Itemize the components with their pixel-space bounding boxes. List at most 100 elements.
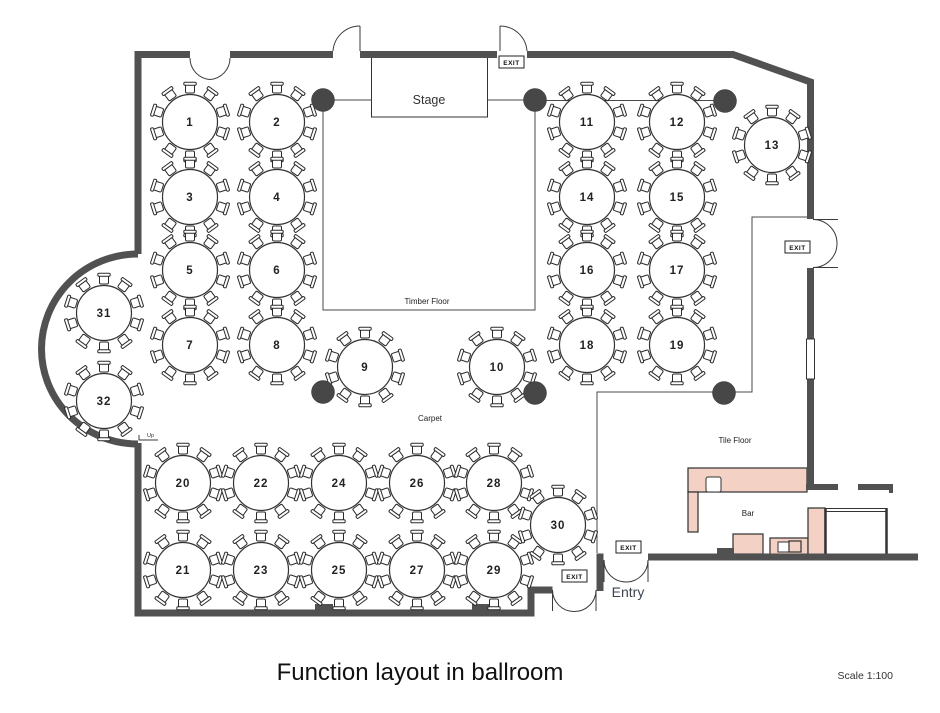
chair — [690, 309, 706, 325]
chair — [648, 161, 664, 177]
chair — [203, 217, 219, 233]
chair — [613, 251, 627, 266]
table-number: 23 — [254, 565, 269, 577]
chair — [290, 142, 306, 158]
bar-cabinet — [732, 533, 764, 555]
chair — [216, 251, 230, 266]
chair — [150, 201, 164, 216]
banquet-table: 19 — [637, 304, 717, 386]
chair — [303, 349, 317, 364]
chair — [510, 387, 526, 403]
chair — [143, 464, 157, 479]
chair — [130, 382, 144, 397]
chair — [183, 304, 197, 317]
chair — [580, 156, 594, 169]
chair — [237, 103, 251, 118]
chair — [287, 487, 301, 502]
chair — [520, 551, 534, 566]
chair — [670, 229, 684, 242]
table-number: 21 — [176, 565, 191, 577]
chair — [703, 274, 717, 289]
table-top — [310, 454, 368, 512]
banquet-table: 20 — [143, 442, 223, 524]
banquet-table: 7 — [150, 304, 230, 386]
chair — [183, 229, 197, 242]
exit-sign-label: EXIT — [566, 574, 582, 581]
banquet-table: 13 — [732, 104, 812, 186]
walls — [38, 51, 918, 617]
table-number: 12 — [670, 117, 685, 129]
table-top — [154, 541, 212, 599]
table-number: 18 — [580, 340, 595, 352]
bar-equipment-1 — [777, 541, 790, 553]
banquet-table: 29 — [454, 529, 534, 611]
table-top — [529, 496, 587, 554]
pillar — [523, 88, 547, 112]
chair — [637, 326, 651, 341]
chair — [454, 574, 468, 589]
chair — [690, 290, 706, 306]
chair — [487, 529, 501, 542]
exit-sign-bottom: EXIT — [561, 569, 588, 583]
banquet-table: 16 — [547, 229, 627, 311]
chair — [454, 551, 468, 566]
chair — [130, 294, 144, 309]
table-number: 16 — [580, 265, 595, 277]
banquet-table: 4 — [237, 156, 317, 238]
banquet-table: 8 — [237, 304, 317, 386]
chair — [670, 81, 684, 94]
banquet-table: 31 — [64, 272, 144, 354]
chair — [558, 217, 574, 233]
exit-sign-label: EXIT — [620, 545, 636, 552]
wall-stub — [806, 484, 838, 490]
chair — [580, 304, 594, 317]
chair — [216, 178, 230, 193]
chair — [310, 590, 326, 606]
chair — [378, 387, 394, 403]
bar-sink — [705, 476, 722, 493]
table-top — [648, 93, 706, 151]
chair — [600, 142, 616, 158]
chair — [150, 349, 164, 364]
chair — [216, 326, 230, 341]
table-top — [336, 338, 394, 396]
chair — [97, 429, 111, 442]
table-top — [161, 241, 219, 299]
chair — [64, 317, 78, 332]
chair — [732, 149, 746, 164]
chair — [325, 348, 339, 363]
chair — [176, 511, 190, 524]
chair — [600, 161, 616, 177]
banquet-table: 6 — [237, 229, 317, 311]
table-top — [248, 316, 306, 374]
chair — [670, 373, 684, 386]
chair — [203, 365, 219, 381]
chair — [310, 447, 326, 463]
chair — [290, 86, 306, 102]
chair — [203, 86, 219, 102]
chair — [600, 309, 616, 325]
table-number: 19 — [670, 340, 685, 352]
table-top — [75, 372, 133, 430]
chair — [648, 217, 664, 233]
chair — [209, 487, 223, 502]
chair — [454, 464, 468, 479]
banquet-table: 27 — [377, 529, 457, 611]
chair — [161, 234, 177, 250]
chair — [332, 442, 346, 455]
chair — [176, 598, 190, 611]
chair — [270, 373, 284, 386]
banquet-table: 17 — [637, 229, 717, 311]
chair — [613, 201, 627, 216]
banquet-table: 21 — [143, 529, 223, 611]
table-number: 22 — [254, 478, 269, 490]
chair — [703, 251, 717, 266]
chair — [299, 487, 313, 502]
chair — [237, 274, 251, 289]
banquet-table: 32 — [64, 360, 144, 442]
table-number: 4 — [273, 192, 280, 204]
chair — [547, 349, 561, 364]
page-title: Function layout in ballroom — [277, 659, 564, 686]
chair — [558, 142, 574, 158]
chair — [410, 598, 424, 611]
